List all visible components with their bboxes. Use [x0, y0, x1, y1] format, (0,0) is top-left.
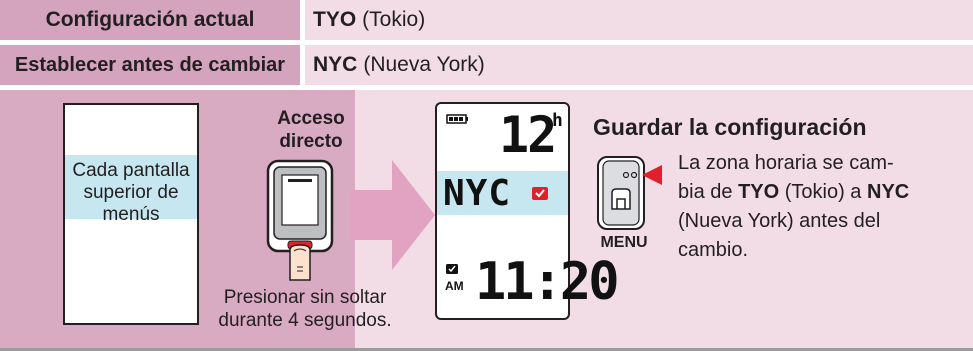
current-setting-label: Configuración actual: [0, 0, 300, 40]
lcd-zone: NYC: [443, 173, 512, 214]
lcd-ampm: AM: [445, 279, 464, 293]
desc-line3: (Nueva York) antes del: [678, 210, 881, 232]
arrow-right-icon: [350, 160, 435, 270]
finger-press-icon[interactable]: [262, 155, 342, 285]
from-zone-code: TYO: [738, 181, 780, 203]
desc-text: bia de: [678, 181, 739, 203]
to-zone-code: NYC: [867, 181, 910, 203]
new-zone-code: NYC: [313, 53, 358, 76]
current-zone-code: TYO: [313, 8, 357, 31]
clock-icon: [532, 187, 548, 200]
lcd-hours: 12: [499, 106, 557, 164]
set-before-value: NYC (Nueva York): [305, 45, 973, 85]
menu-screen-text: Cada pantalla superior de menús: [72, 160, 190, 225]
shortcut-title: Acceso directo: [268, 107, 354, 153]
new-zone-name: (Nueva York): [363, 53, 485, 76]
clock-icon: [446, 264, 458, 274]
bottom-rule: [0, 348, 973, 351]
press-caption-line2: durante 4 segundos.: [218, 310, 392, 331]
menu-button-label: MENU: [600, 234, 648, 251]
current-setting-value: TYO (Tokio): [305, 0, 973, 40]
highlight-band: [65, 155, 197, 219]
save-settings-description: La zona horaria se cam- bia de TYO (Toki…: [678, 149, 968, 265]
set-before-label: Establecer antes de cambiar: [0, 45, 300, 85]
menu-screen-card: Cada pantalla superior de menús: [63, 103, 199, 325]
lcd-display: 12 h NYC AM 11:20: [435, 102, 620, 320]
lcd-hours-unit: h: [552, 110, 563, 131]
current-setting-row: Configuración actual TYO (Tokio): [0, 0, 973, 40]
save-settings-title: Guardar la configuración: [593, 114, 867, 140]
divider: [0, 85, 973, 90]
desc-line2: bia de TYO (Tokio) a NYC: [678, 178, 968, 207]
menu-button-icon[interactable]: [596, 155, 666, 233]
set-before-row: Establecer antes de cambiar NYC (Nueva Y…: [0, 45, 973, 85]
desc-text: (Tokio) a: [779, 181, 867, 203]
shortcut-title-line1: Acceso: [277, 108, 345, 129]
lcd-time: 11:20: [475, 252, 620, 312]
press-caption: Presionar sin soltar durante 4 segundos.: [205, 286, 405, 332]
desc-line4: cambio.: [678, 239, 749, 261]
battery-icon: [446, 114, 468, 124]
shortcut-title-line2: directo: [279, 131, 343, 152]
desc-line1: La zona horaria se cam-: [678, 152, 894, 174]
current-zone-name: (Tokio): [362, 8, 426, 31]
divider: [0, 40, 973, 45]
press-caption-line1: Presionar sin soltar: [223, 287, 387, 308]
